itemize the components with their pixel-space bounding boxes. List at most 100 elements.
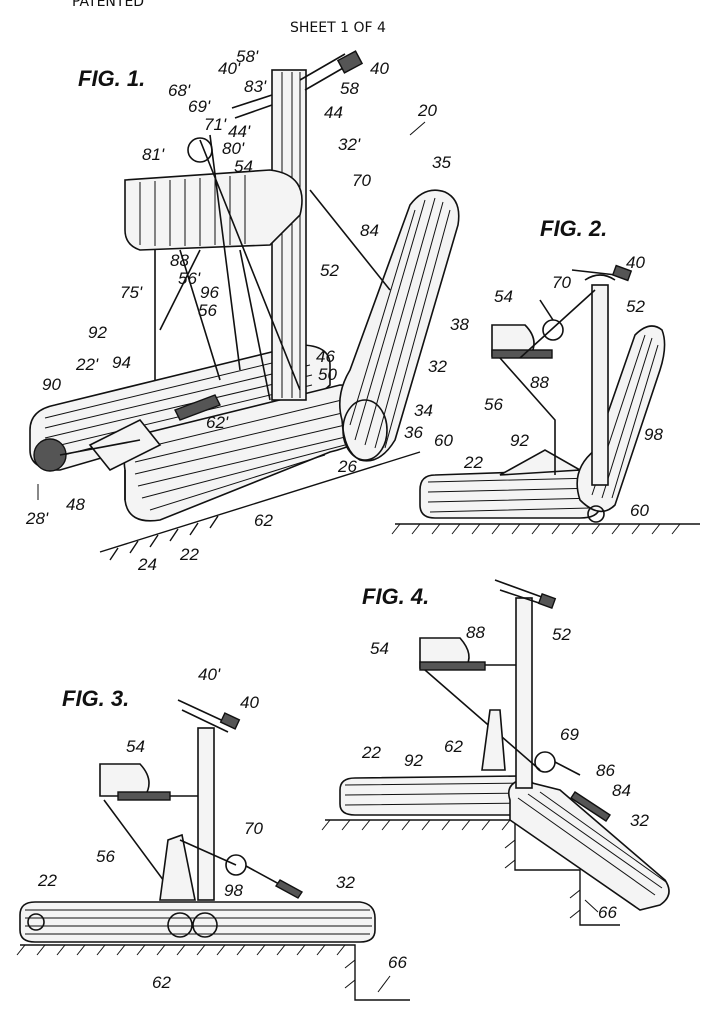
fig4-ground-hatch [321, 819, 581, 919]
fig4-label-32: 32 [630, 811, 649, 830]
fig4-handle-grip [537, 593, 557, 609]
fig2-gauge-70 [542, 319, 564, 341]
fig1-label-71prime: 71' [204, 115, 227, 134]
fig3-title: FIG. 3. [62, 686, 129, 711]
fig3-ground-hatch [16, 944, 356, 989]
fig1-seat-legs [154, 249, 271, 401]
fig2-label-98: 98 [644, 425, 663, 444]
fig3-label-56: 56 [96, 847, 115, 866]
fig1-label-96: 96 [200, 283, 219, 302]
fig1-label-20: 20 [417, 101, 437, 120]
fig2-label-70: 70 [552, 273, 571, 292]
fig1-label-32: 32 [428, 357, 447, 376]
fig3-label-22: 22 [37, 871, 57, 890]
fig1-label-34: 34 [414, 401, 433, 420]
fig4-angled-track-32 [507, 779, 670, 911]
fig1-label-92: 92 [88, 323, 107, 342]
fig3-pylon [159, 833, 196, 901]
fig1-label-83prime: 83' [244, 77, 267, 96]
fig2-struts-56 [499, 289, 596, 475]
fig1-label-40: 40 [370, 59, 389, 78]
fig3-label-54: 54 [126, 737, 145, 756]
fig2-track-22 [419, 469, 601, 519]
fig2-label-56: 56 [484, 395, 503, 414]
fig2-label-22: 22 [463, 453, 483, 472]
fig1-label-90: 90 [42, 375, 61, 394]
fig4-actuator-84 [570, 791, 611, 822]
fig1-label-84: 84 [360, 221, 379, 240]
fig2-handle-grip [611, 264, 633, 282]
fig3-label-70: 70 [244, 819, 263, 838]
fig1-label-44prime: 44' [228, 122, 251, 141]
fig4-label-62: 62 [444, 737, 463, 756]
fig1-label-60: 60 [434, 431, 453, 450]
fig4-column-52 [515, 597, 533, 789]
fig1-label-24: 24 [137, 555, 157, 574]
fig1-label-28prime: 28' [25, 509, 49, 528]
fig1-label-35: 35 [432, 153, 451, 172]
fig2-label-40: 40 [626, 253, 645, 272]
fig1-label-56prime: 56' [178, 269, 201, 288]
fig3-wheel-62b [192, 912, 218, 938]
fig3-actuator [274, 879, 304, 899]
fig3-label-66: 66 [388, 953, 407, 972]
fig2-seat-base-88 [491, 349, 553, 359]
fig1-label-58prime: 58' [236, 47, 259, 66]
fig4-stair-ground [325, 819, 620, 926]
figure-4: FIG. 4. 54 88 52 22 92 62 69 86 84 32 [321, 579, 670, 926]
fig3-arrow-66 [377, 975, 391, 993]
fig1-label-54: 54 [234, 157, 253, 176]
fig1-title: FIG. 1. [78, 66, 145, 91]
fig1-strut-84 [309, 189, 391, 291]
fig2-title: FIG. 2. [540, 216, 607, 241]
fig4-track-stripes [344, 782, 533, 806]
fig2-ground-hatch [391, 523, 681, 535]
fig4-label-22: 22 [361, 743, 381, 762]
fig2-raised-track [576, 325, 666, 513]
fig4-label-84: 84 [612, 781, 631, 800]
fig1-pivot-81 [187, 137, 213, 163]
fig3-column [197, 727, 215, 901]
fig3-label-62: 62 [152, 973, 171, 992]
fig2-label-52: 52 [626, 297, 645, 316]
fig1-label-62prime: 62' [206, 413, 229, 432]
header-patented-text: PATENTED [72, 0, 144, 10]
fig4-gauge-arm [554, 761, 581, 776]
header-sheet-number: SHEET 1 OF 4 [290, 20, 386, 36]
fig4-label-92: 92 [404, 751, 423, 770]
fig1-label-70: 70 [352, 171, 371, 190]
fig1-rear-track-stripes [44, 354, 313, 459]
fig3-track-22-32 [19, 901, 376, 943]
fig1-label-22: 22 [179, 545, 199, 564]
fig3-label-32: 32 [336, 873, 355, 892]
figure-3: FIG. 3. 40' 40 54 70 56 98 22 32 62 66 [16, 665, 410, 1001]
fig1-axle [59, 439, 141, 456]
fig2-ramp-92 [499, 449, 583, 476]
fig1-label-94: 94 [112, 353, 131, 372]
fig1-handle-grip-40 [336, 50, 364, 74]
fig1-label-88: 88 [170, 251, 189, 270]
fig1-seat-hatching [139, 175, 246, 246]
fig4-angled-track-stripes [517, 791, 667, 896]
fig2-label-88: 88 [530, 373, 549, 392]
fig1-label-56: 56 [198, 301, 217, 320]
fig4-label-86: 86 [596, 761, 615, 780]
fig2-label-60: 60 [630, 501, 649, 520]
figure-1: FIG. 1. [25, 47, 469, 574]
fig1-incline-ground [99, 451, 421, 561]
fig3-seat-54 [99, 763, 150, 797]
fig3-wheel-62a [167, 912, 193, 938]
fig1-label-38: 38 [450, 315, 469, 334]
fig1-seat-54 [124, 169, 303, 251]
fig4-struts [424, 664, 541, 771]
fig1-handle-40prime [231, 94, 273, 119]
fig4-track-22 [339, 775, 536, 816]
fig1-label-48: 48 [66, 495, 85, 514]
fig1-label-75prime: 75' [120, 283, 143, 302]
fig1-label-58: 58 [340, 79, 359, 98]
fig4-title: FIG. 4. [362, 584, 429, 609]
fig1-label-62: 62 [254, 511, 273, 530]
fig4-arrow-66 [584, 899, 599, 913]
fig1-label-32prime: 32' [338, 135, 361, 154]
